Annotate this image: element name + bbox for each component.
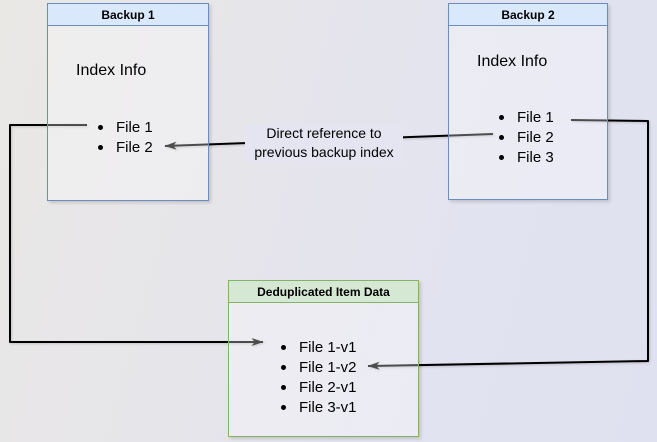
list-item: File 2-v1: [281, 377, 357, 397]
bullet-icon: [499, 134, 504, 140]
list-item: File 1-v2: [281, 357, 357, 377]
bullet-icon: [281, 344, 286, 350]
list-item: File 1: [98, 117, 153, 137]
bullet-icon: [98, 144, 103, 150]
backup2-box: Backup 2 Index Info File 1 File 2 File 3: [448, 3, 608, 200]
deduplicated-item-data-box: Deduplicated Item Data File 1-v1 File 1-…: [228, 280, 419, 437]
file-label: File 1: [116, 118, 153, 136]
direct-reference-label-line1: Direct reference to: [266, 125, 382, 141]
backup1-index-info-label: Index Info: [76, 62, 147, 79]
backup2-title: Backup 2: [501, 7, 555, 22]
list-item: File 2: [98, 137, 153, 157]
backup2-file-list: File 1 File 2 File 3: [499, 107, 554, 167]
file-label: File 2: [517, 128, 554, 146]
direct-reference-label: Direct reference to previous backup inde…: [245, 124, 403, 162]
list-item: File 3: [499, 147, 554, 167]
file-label: File 2-v1: [299, 378, 357, 396]
direct-reference-label-line2: previous backup index: [254, 144, 394, 160]
dedup-header: Deduplicated Item Data: [229, 281, 418, 303]
bullet-icon: [499, 114, 504, 120]
bullet-icon: [499, 154, 504, 160]
bullet-icon: [281, 404, 286, 410]
backup1-title: Backup 1: [101, 7, 155, 22]
backup1-file-list: File 1 File 2: [98, 117, 153, 157]
dedup-title: Deduplicated Item Data: [257, 284, 390, 299]
bullet-icon: [98, 124, 103, 130]
bullet-icon: [281, 384, 286, 390]
list-item: File 1-v1: [281, 337, 357, 357]
file-label: File 1-v1: [299, 338, 357, 356]
backup2-index-info-label: Index Info: [477, 53, 548, 70]
bullet-icon: [281, 364, 286, 370]
dedup-file-list: File 1-v1 File 1-v2 File 2-v1 File 3-v1: [281, 337, 357, 417]
file-label: File 3-v1: [299, 398, 357, 416]
backup1-header: Backup 1: [48, 4, 208, 26]
file-label: File 3: [517, 148, 554, 166]
list-item: File 1: [499, 107, 554, 127]
file-label: File 1-v2: [299, 358, 357, 376]
file-label: File 2: [116, 138, 153, 156]
list-item: File 2: [499, 127, 554, 147]
file-label: File 1: [517, 108, 554, 126]
list-item: File 3-v1: [281, 397, 357, 417]
backup2-header: Backup 2: [449, 4, 607, 26]
backup1-box: Backup 1 Index Info File 1 File 2: [47, 3, 209, 201]
